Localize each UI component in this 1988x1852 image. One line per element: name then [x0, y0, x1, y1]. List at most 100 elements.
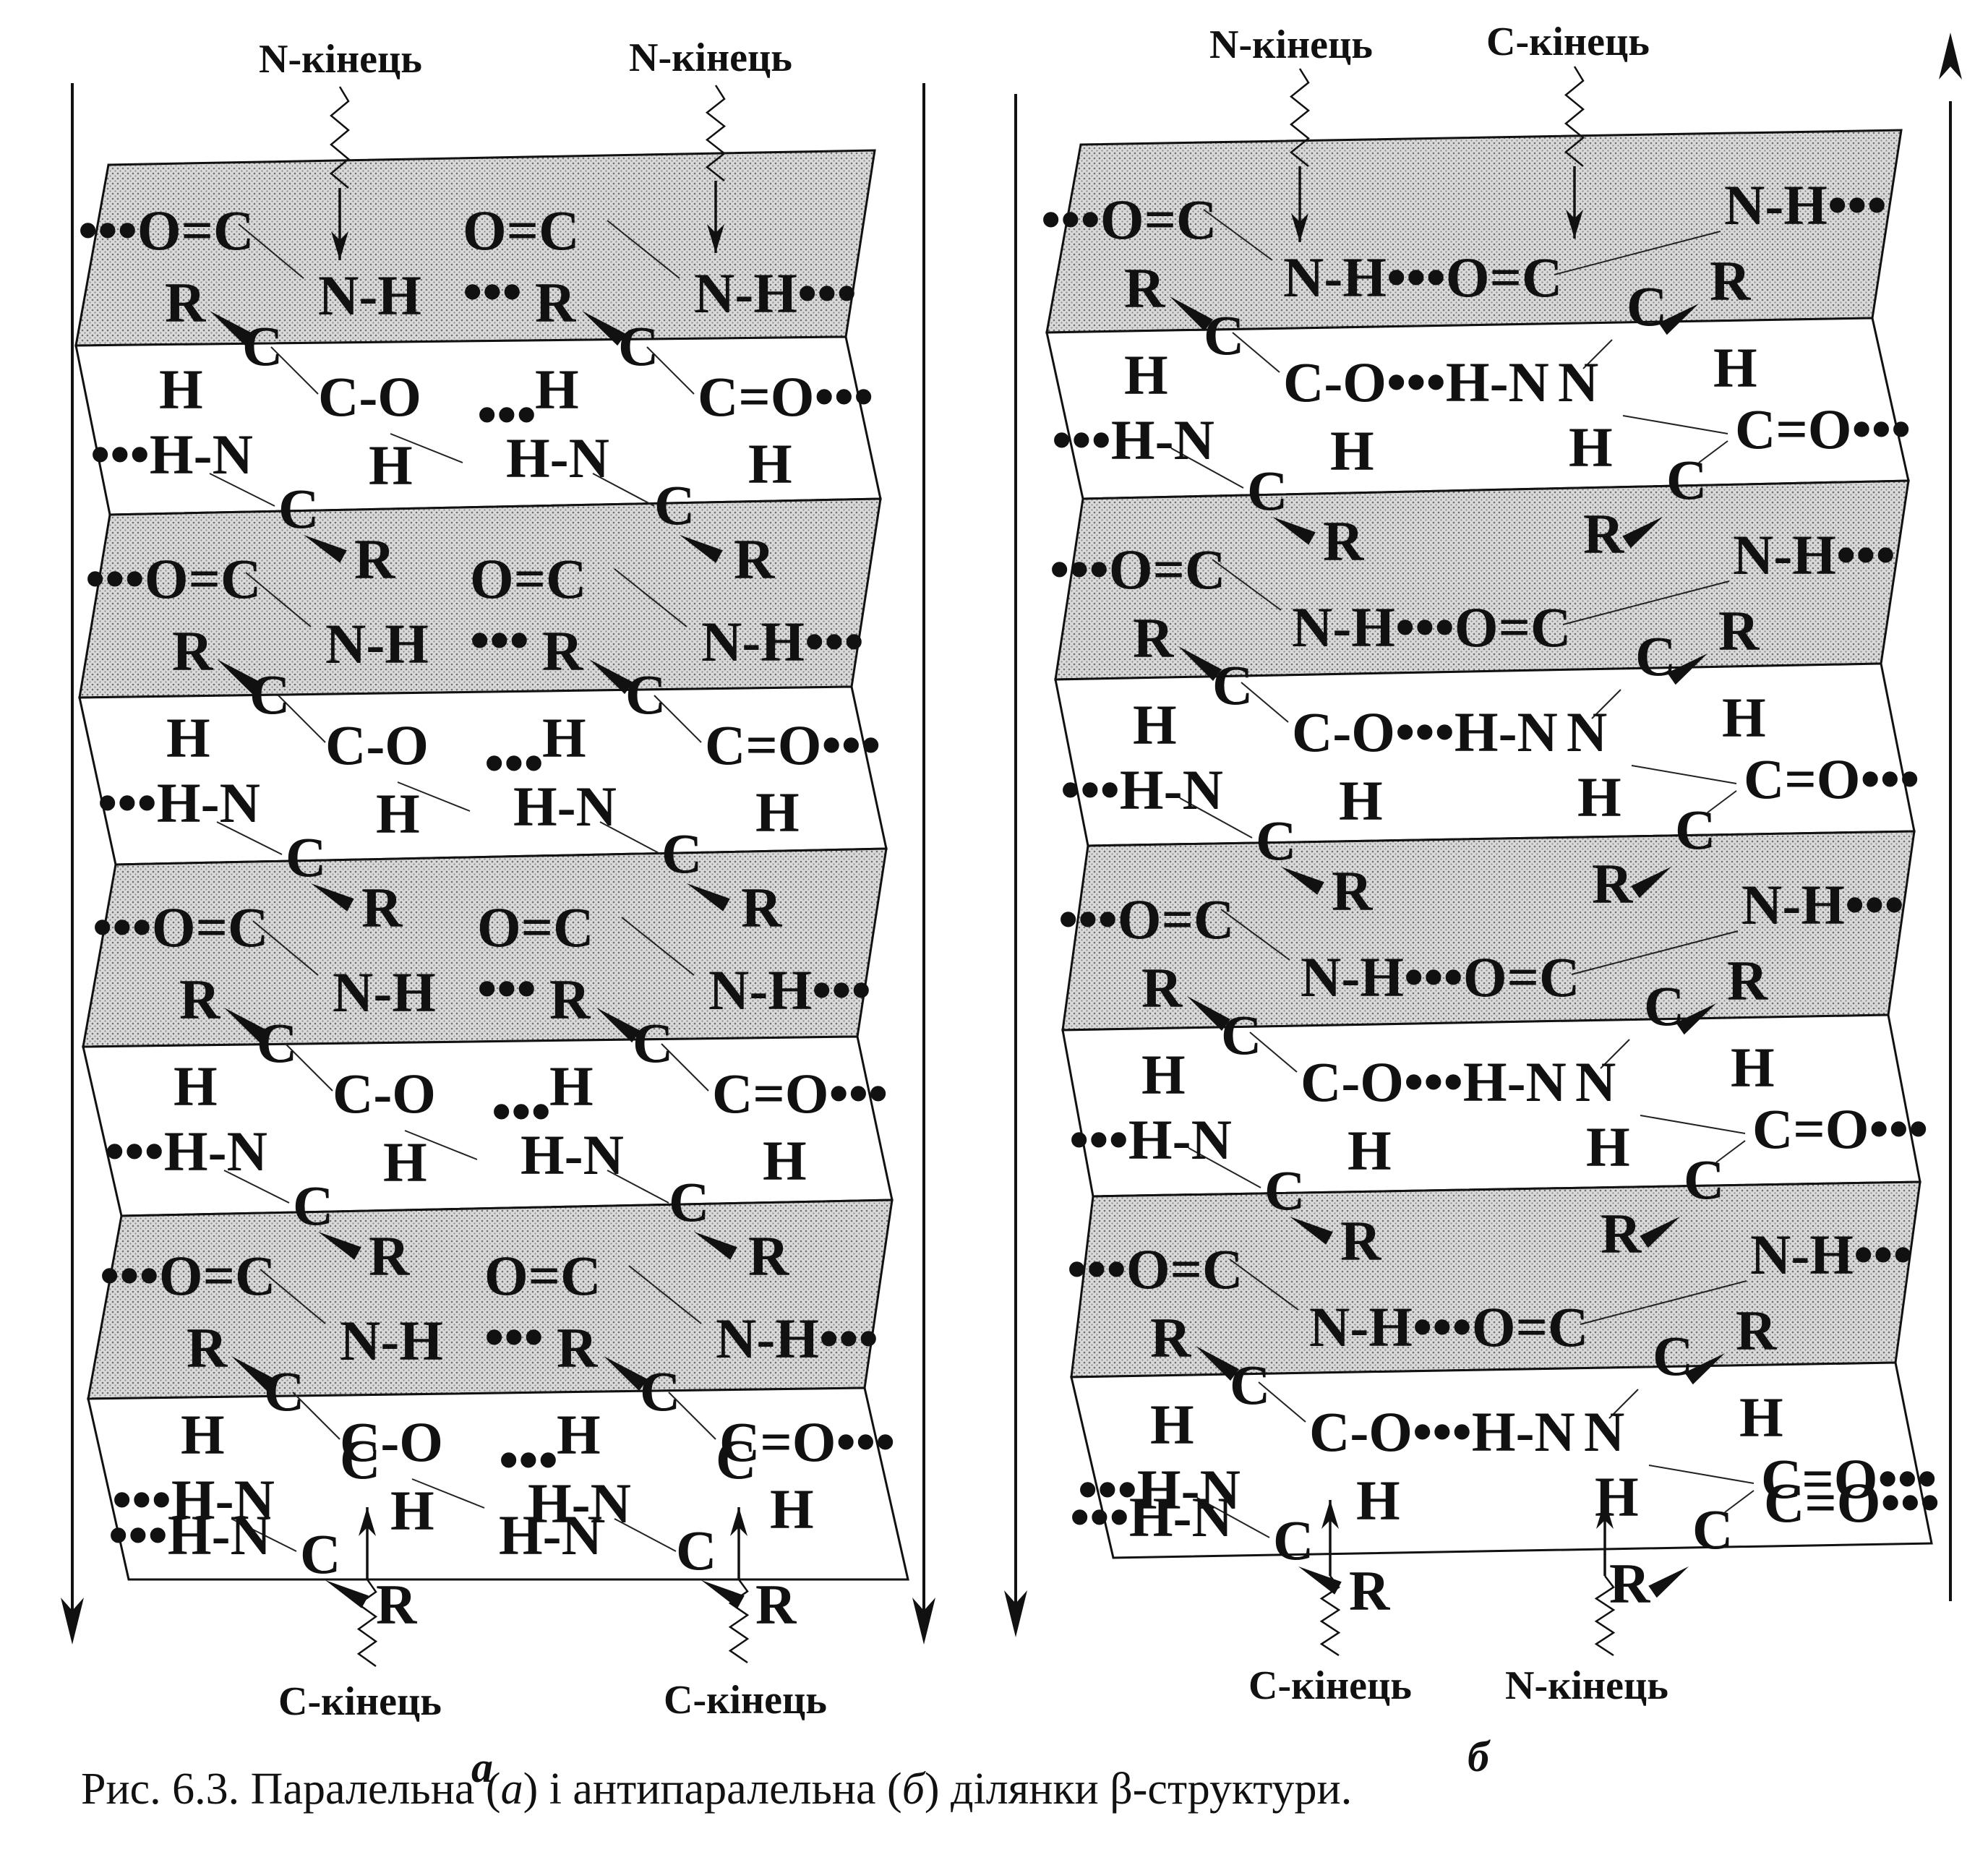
nh-hbond-oc: N-H•••O=C — [1292, 596, 1571, 659]
hydrogen-atom: H — [1595, 1465, 1639, 1528]
wedge-bond — [1187, 996, 1230, 1032]
alpha-carbon: C — [625, 663, 666, 726]
amide-hn-group: •••H-N — [108, 1504, 271, 1566]
hydrogen-atom: H — [369, 434, 413, 497]
c-terminus-label: С-кінець — [1486, 20, 1650, 64]
side-chain-r: R — [542, 620, 584, 682]
bond-line — [1554, 231, 1721, 275]
hydrogen-atom: H — [390, 1479, 434, 1542]
bond-line — [397, 781, 471, 812]
carbonyl-group: C=O••• — [719, 1410, 895, 1473]
nitrogen-atom: N — [1558, 351, 1598, 413]
bond-line — [1631, 765, 1737, 784]
amide-hn-group: H-N — [499, 1504, 602, 1566]
bond-line — [614, 1518, 677, 1552]
bond-line — [1229, 1259, 1299, 1311]
wedge-bond — [680, 535, 723, 563]
wedge-bond — [311, 883, 354, 912]
wedge-bond — [1667, 653, 1708, 685]
co-hbond-hn: C-O•••H-N — [1283, 351, 1549, 413]
arrow-head-up-icon — [1321, 1500, 1339, 1529]
hydrogen-bond: ••• — [463, 260, 522, 323]
amide-nh-group: N-H — [325, 612, 429, 675]
bond-line — [621, 917, 695, 976]
alpha-carbon: C — [1692, 1498, 1733, 1561]
bond-line — [1608, 1389, 1639, 1419]
alpha-carbon: C — [1247, 459, 1288, 522]
hydrogen-atom: H — [1339, 769, 1383, 832]
side-chain-r: R — [1133, 606, 1175, 669]
arrow-head-up-icon — [1596, 1500, 1614, 1529]
hydrogen-atom: H — [166, 706, 210, 769]
caption-panel-a-ref: а — [500, 1765, 523, 1814]
amide-hn-group: H-N — [528, 1472, 631, 1535]
amide-hn-group: H-N — [513, 775, 617, 838]
alpha-carbon: C — [1264, 1159, 1305, 1222]
bond-line — [245, 572, 312, 627]
bond-line — [1715, 1140, 1746, 1163]
wedge-bond — [210, 311, 254, 346]
carbonyl-group: •••O=C — [78, 199, 254, 262]
alpha-carbon: C — [716, 1428, 756, 1491]
co-hbond-hn: C-O•••H-N — [1292, 700, 1558, 763]
carbonyl-group: C=O••• — [1752, 1097, 1928, 1160]
co-hbond-hn: C-O•••H-N — [1301, 1050, 1567, 1113]
hydrogen-bond: ••• — [484, 732, 544, 794]
wedge-bond — [694, 1232, 737, 1260]
bond-line — [292, 1392, 340, 1440]
wedge-bond — [1298, 1566, 1342, 1595]
arrow-head-up-icon — [359, 1507, 376, 1536]
amide-hn-group: H-N — [506, 426, 609, 489]
alpha-carbon: C — [1653, 1324, 1693, 1387]
bond-line — [1698, 440, 1728, 463]
bond-line — [260, 1269, 326, 1324]
hydrogen-atom: H — [542, 706, 586, 769]
alpha-carbon: C — [669, 1170, 709, 1233]
bond-line — [1571, 930, 1739, 975]
side-chain-r: R — [172, 620, 214, 682]
hydrogen-atom: H — [376, 782, 420, 845]
wedge-bond — [1640, 1217, 1680, 1248]
carbonyl-group: C-O — [318, 365, 421, 428]
amide-hn-group: •••H-N — [1061, 758, 1223, 821]
terminus-connector — [356, 1579, 378, 1668]
nitrogen-atom: N — [1584, 1400, 1624, 1463]
caption-panel-b-ref: б — [901, 1765, 925, 1814]
terminus-connector — [705, 85, 727, 181]
amide-nh-group: N-H••• — [694, 262, 857, 325]
side-chain-r: R — [1340, 1209, 1382, 1272]
bond-line — [411, 1478, 485, 1509]
amide-nh-group: N-H••• — [1750, 1223, 1913, 1286]
alpha-carbon: C — [676, 1519, 716, 1582]
alpha-carbon: C — [654, 473, 695, 536]
bond-line — [1188, 1147, 1261, 1188]
side-chain-r: R — [179, 968, 221, 1031]
backbone-bonds-b — [1170, 66, 1755, 1657]
terminus-connector — [728, 1579, 750, 1664]
caption-text: ) ділянки β-структури. — [924, 1765, 1353, 1814]
alpha-carbon: C — [257, 1011, 297, 1074]
panel-label-a: а — [471, 1744, 493, 1791]
side-chain-r: R — [1323, 510, 1365, 573]
hydrogen-atom: H — [1569, 416, 1613, 479]
hydrogen-atom: H — [557, 1403, 601, 1466]
terminus-connector — [1290, 68, 1310, 167]
amide-hn-group: •••H-N — [1078, 1458, 1241, 1521]
terminus-connector — [1564, 66, 1585, 167]
bond-line — [216, 821, 283, 855]
wedge-bond — [1631, 867, 1671, 899]
bond-line — [252, 920, 319, 976]
arrow-head-up-icon — [1939, 33, 1962, 80]
hydrogen-atom: H — [1739, 1386, 1783, 1449]
alpha-carbon: C — [1230, 1353, 1270, 1416]
wedge-bond — [701, 1580, 745, 1608]
side-chain-r: R — [1124, 257, 1166, 320]
hydrogen-bond: ••• — [499, 1428, 558, 1491]
wedge-bond — [1676, 1003, 1716, 1035]
bond-line — [390, 433, 463, 463]
amide-hn-group: •••H-N — [112, 1468, 275, 1531]
arrow-head-down-icon — [61, 1598, 84, 1645]
alpha-carbon: C — [1635, 625, 1676, 687]
